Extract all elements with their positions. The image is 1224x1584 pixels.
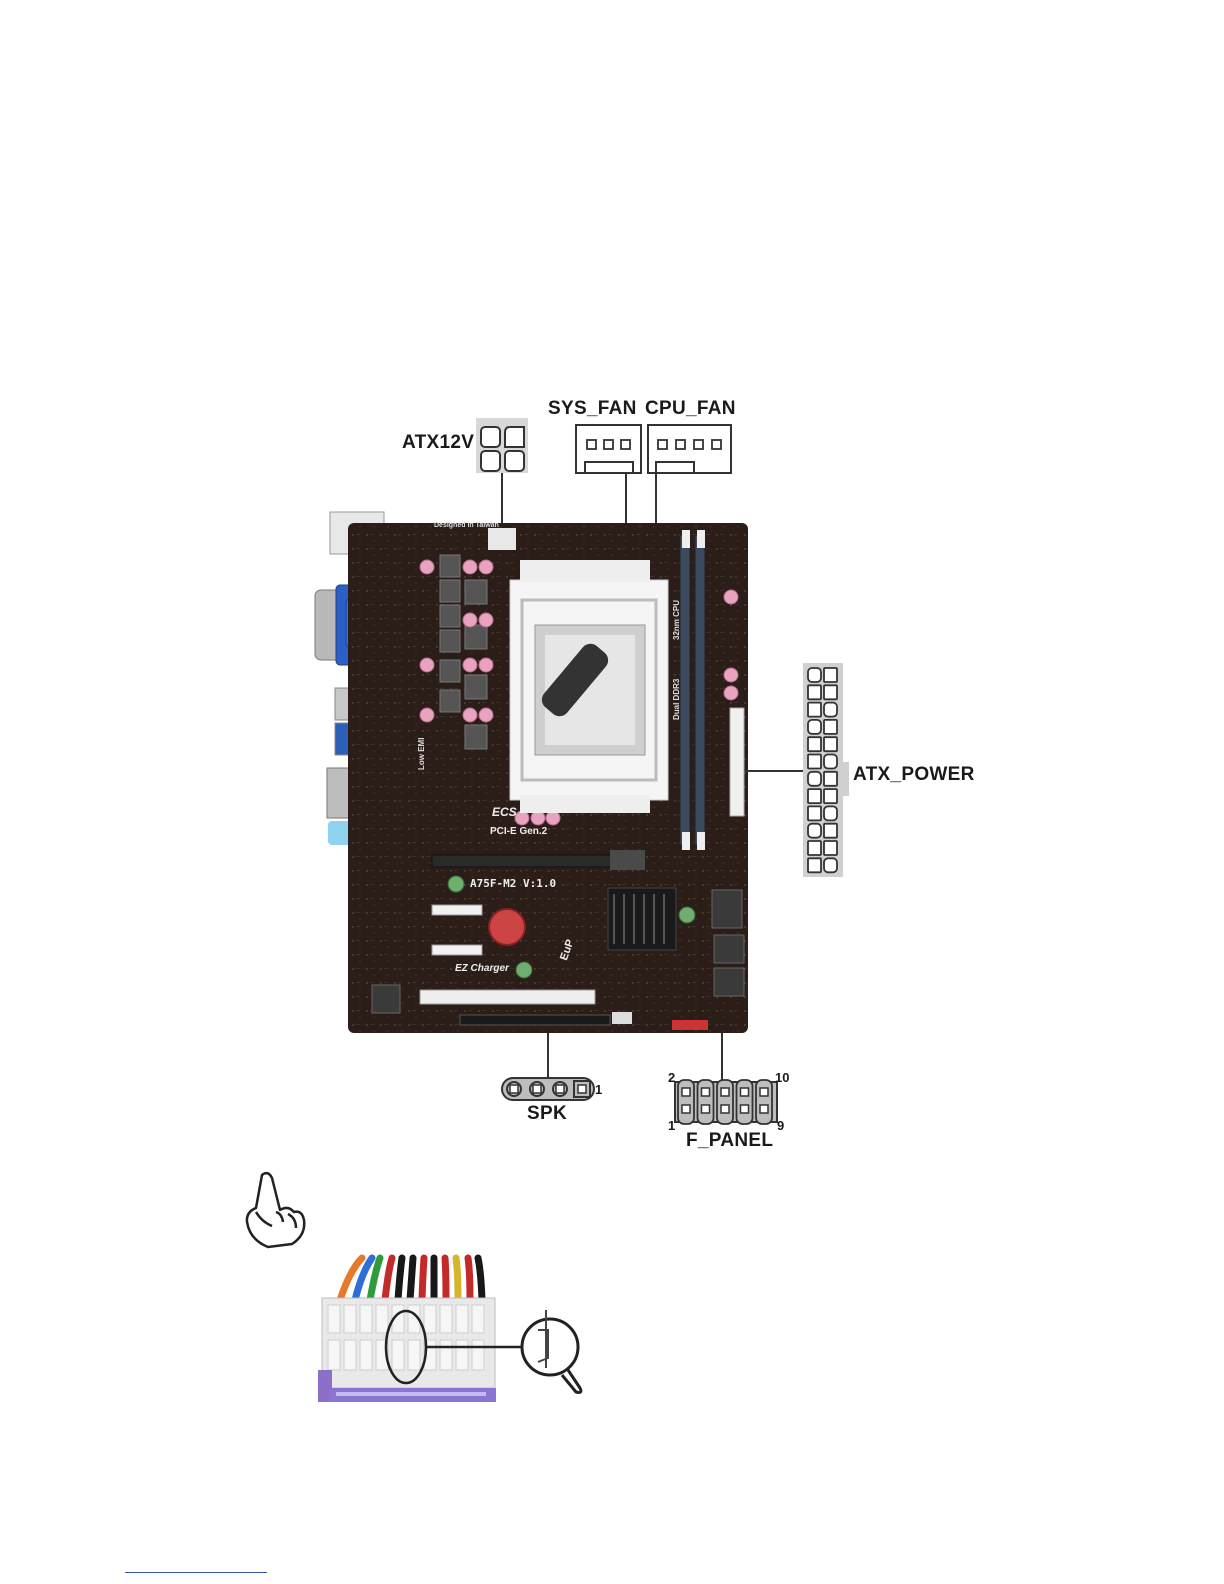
f-panel-pin-housing [737, 1080, 753, 1124]
motherboard-pcb [348, 523, 748, 1033]
atx-power-pin [808, 703, 821, 717]
power-connector-photo [318, 1258, 522, 1402]
atx-power-pin [824, 806, 837, 820]
atx-power-pin [808, 668, 821, 682]
atx-power-pin [824, 772, 837, 786]
atx12v-connector [476, 418, 528, 473]
f-panel-pin1-number: 1 [668, 1118, 675, 1133]
atx-power-pin [808, 789, 821, 803]
atx-power-pin [824, 789, 837, 803]
atx-power-pin [808, 772, 821, 786]
board-model-text: A75F-M2 V:1.0 [470, 877, 556, 890]
atx-power-pin [824, 858, 837, 872]
atx-power-pin [824, 685, 837, 699]
cpu-fan-connector [648, 425, 731, 473]
atx-power-pin [808, 685, 821, 699]
sys-fan-connector [576, 425, 641, 473]
atx-power-pin [808, 858, 821, 872]
f-panel-pin [702, 1088, 710, 1096]
board-low-emi-text: Low EMI [417, 738, 426, 770]
footer-rule [125, 1572, 267, 1573]
f-panel-pin-housing [678, 1080, 694, 1124]
board-designed-in-text: Designed in Taiwan [434, 522, 499, 529]
atx-power-pin [824, 720, 837, 734]
atx12v-label: ATX12V [402, 432, 474, 454]
f-panel-label: F_PANEL [686, 1130, 773, 1152]
sys-fan-label: SYS_FAN [548, 398, 637, 420]
atx-power-pin [824, 841, 837, 855]
atx-power-connector [803, 663, 849, 877]
spk-label: SPK [527, 1103, 567, 1125]
atx-power-pin [808, 806, 821, 820]
magnifier-icon [522, 1310, 581, 1393]
atx-power-pin [824, 668, 837, 682]
f-panel-pin-housing [698, 1080, 714, 1124]
atx-power-pin [808, 824, 821, 838]
f-panel-pin [721, 1088, 729, 1096]
f-panel-pin-housing [717, 1080, 733, 1124]
atx-power-pin [808, 755, 821, 769]
board-cpu-note-text: 32nm CPU [672, 600, 681, 640]
atx-power-pin [824, 755, 837, 769]
spk-header [502, 1078, 594, 1100]
atx-power-label: ATX_POWER [853, 764, 975, 786]
board-pcie-text: PCI-E Gen.2 [490, 826, 547, 837]
board-brand-logo: ECS [492, 805, 517, 819]
f-panel-pin [741, 1088, 749, 1096]
atx-power-pin [824, 824, 837, 838]
f-panel-pin [682, 1105, 690, 1113]
atx-power-pin [824, 703, 837, 717]
f-panel-pin-housing [756, 1080, 772, 1124]
atx-power-pin [808, 720, 821, 734]
f-panel-pin [760, 1105, 768, 1113]
atx-power-pin [808, 737, 821, 751]
atx-power-pin [824, 737, 837, 751]
f-panel-pin [741, 1105, 749, 1113]
f-panel-pin9-number: 9 [777, 1118, 784, 1133]
pointing-hand-icon [247, 1173, 304, 1247]
board-dual-ddr3-text: Dual DDR3 [672, 679, 681, 720]
board-ez-charger-text: EZ Charger [455, 963, 509, 974]
f-panel-pin10-number: 10 [775, 1070, 789, 1085]
f-panel-pin [721, 1105, 729, 1113]
spk-pin1-number: 1 [595, 1082, 602, 1097]
f-panel-pin2-number: 2 [668, 1070, 675, 1085]
f-panel-header [675, 1080, 777, 1124]
atx-power-pin [808, 841, 821, 855]
cpu-fan-label: CPU_FAN [645, 398, 736, 420]
f-panel-pin [682, 1088, 690, 1096]
f-panel-pin [702, 1105, 710, 1113]
f-panel-pin [760, 1088, 768, 1096]
